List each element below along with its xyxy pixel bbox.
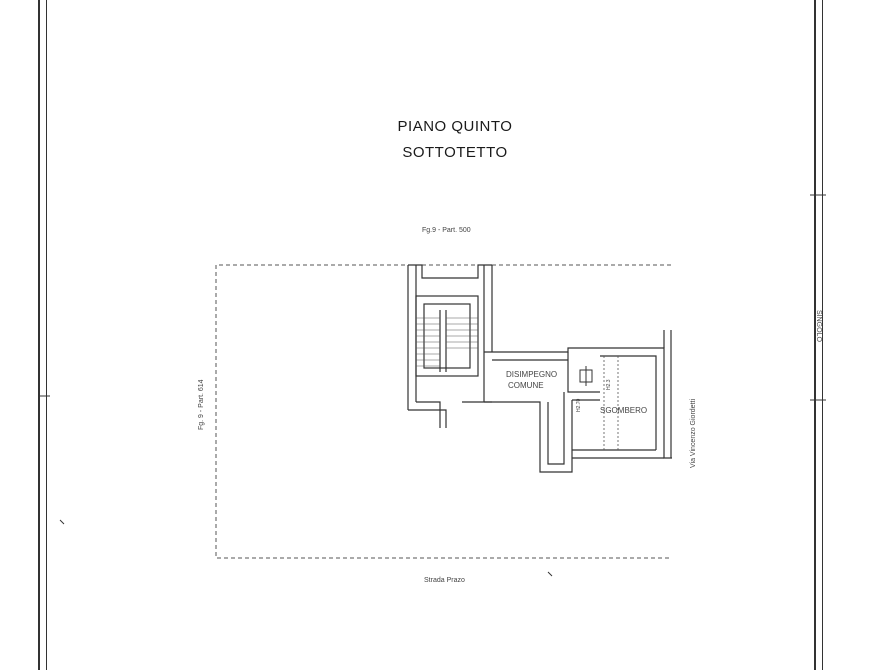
floor-title: PIANO QUINTO	[397, 118, 513, 135]
storage-partition	[603, 356, 619, 450]
landing-walls	[484, 330, 672, 473]
label-height: H2.70	[576, 398, 582, 412]
utility-marker	[579, 366, 593, 386]
sheet-border-right-inner	[822, 0, 823, 670]
label-right-margin: SINGOLO	[815, 310, 822, 342]
label-height-small: H2.3	[606, 379, 612, 390]
label-bottom-street: Strada Prazo	[424, 577, 465, 584]
room-landing-desc: COMUNE	[508, 381, 544, 390]
label-left-parcel: Fg. 9 - Part. 614	[198, 379, 205, 430]
room-storage-name: SGOMBERO	[600, 406, 648, 415]
stair-steps	[416, 317, 478, 367]
lot-boundary	[215, 264, 671, 559]
label-top-parcel: Fg.9 - Part. 500	[422, 227, 471, 234]
sheet-border-left-outer	[38, 0, 40, 670]
room-landing-name: DISIMPEGNO	[506, 370, 558, 379]
label-right-street: Via Vincenzo Giordetti	[690, 398, 697, 468]
frame-ticks	[38, 194, 826, 577]
floor-subtitle: SOTTOTETTO	[402, 144, 508, 161]
sheet-border-left-inner	[46, 0, 47, 670]
stairwell	[407, 264, 493, 428]
sheet-border-right-outer	[814, 0, 816, 670]
